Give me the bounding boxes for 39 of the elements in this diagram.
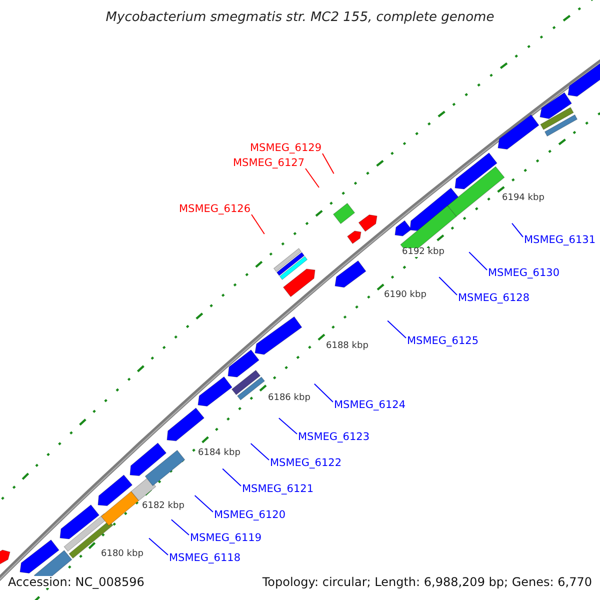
leader-line <box>222 468 242 486</box>
gene-label: MSMEG_6118 <box>169 553 241 564</box>
leader-line <box>322 153 334 174</box>
leader-line <box>170 519 190 536</box>
title: Mycobacterium smegmatis str. MC2 155, complete genome <box>104 11 496 24</box>
leader-line <box>194 495 214 512</box>
gene-label: MSMEG_6126 <box>179 204 251 214</box>
leader-line <box>278 418 298 434</box>
gene-label: MSMEG_6124 <box>334 400 406 410</box>
gene-label: MSMEG_6121 <box>242 484 314 494</box>
gene-label: MSMEG_6123 <box>298 432 370 442</box>
scale-label: 6186 kbp <box>268 394 310 403</box>
leader-line <box>438 276 458 296</box>
gene-label: MSMEG_6130 <box>488 268 560 278</box>
gene-label: MSMEG_6122 <box>270 458 342 468</box>
scale-label: 6180 kbp <box>101 550 144 559</box>
gene-label: MSMEG_6125 <box>407 336 479 346</box>
gene-label: MSMEG_6129 <box>250 143 322 154</box>
leader-line <box>305 168 320 188</box>
gene-label: MSMEG_6128 <box>458 293 530 304</box>
gene-label: MSMEG_6127 <box>233 158 305 168</box>
scale-label: 6188 kbp <box>326 342 368 351</box>
scale-label: 6182 kbp <box>142 502 184 511</box>
info-text: Topology: circular; Length: 6,988,209 bp; Genes: 6,770 <box>260 576 594 588</box>
scale-label: 6192 kbp <box>402 248 444 257</box>
leader-line <box>468 252 488 270</box>
leader-line <box>250 443 270 460</box>
scale-label: 6184 kbp <box>198 449 240 458</box>
scale-label: 6194 kbp <box>502 194 544 203</box>
leader-line <box>148 538 168 556</box>
scale-label: 6190 kbp <box>384 291 426 300</box>
gene-label: MSMEG_6120 <box>214 510 286 520</box>
leader-line <box>251 214 265 234</box>
gene-label: MSMEG_6119 <box>190 533 262 544</box>
info-text: Accession: NC_008596 <box>6 576 146 588</box>
leader-line <box>387 320 406 338</box>
leader-line <box>512 222 524 238</box>
gene-label: MSMEG_6131 <box>524 235 596 246</box>
leader-line <box>314 383 334 402</box>
